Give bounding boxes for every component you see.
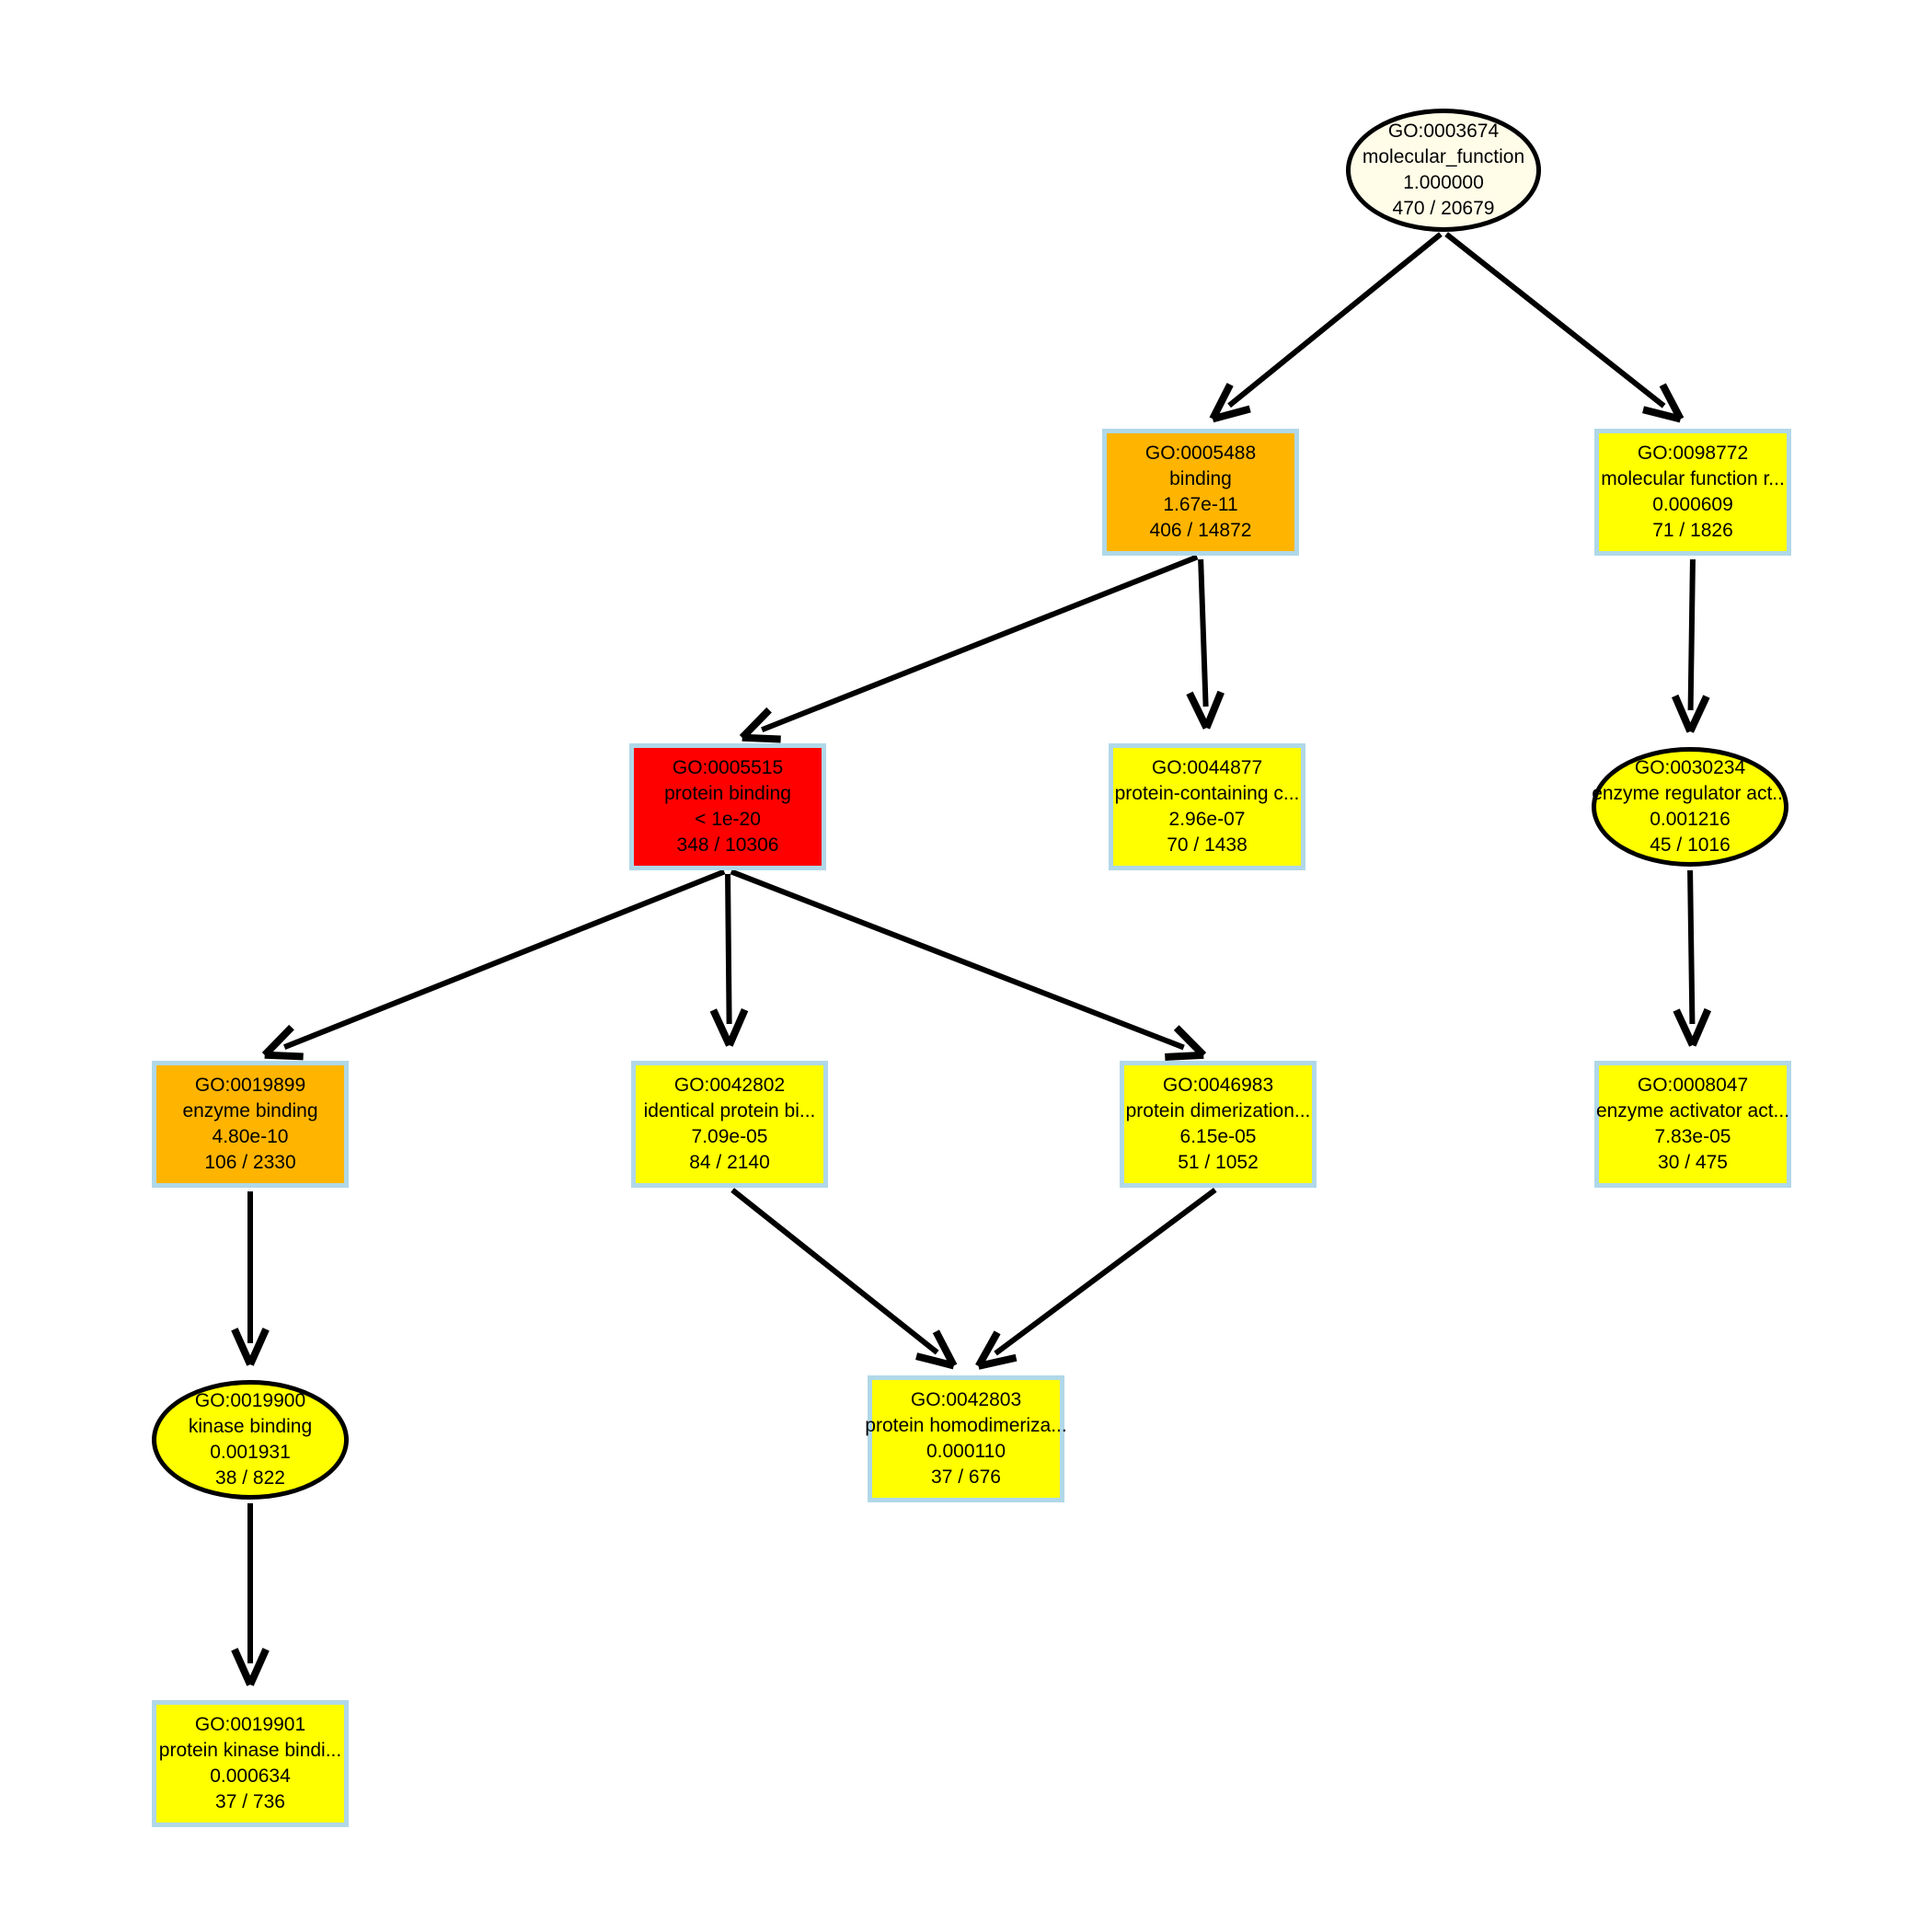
go-node-name: enzyme regulator act... xyxy=(1592,783,1788,804)
go-node-go-0019901[interactable]: GO:0019901 protein kinase bindi... 0.00063… xyxy=(152,1700,349,1827)
go-node-pvalue: 1.000000 xyxy=(1403,172,1484,193)
go-node-pvalue: 2.96e-07 xyxy=(1168,809,1246,830)
go-node-go-0003674[interactable]: GO:0003674 molecular_function 1.000000 470 … xyxy=(1346,109,1541,232)
go-node-id: GO:0005515 xyxy=(672,757,784,778)
go-node-id: GO:0098772 xyxy=(1637,443,1749,464)
go-node-name: identical protein bi... xyxy=(643,1100,816,1121)
go-node-counts: 406 / 14872 xyxy=(1149,520,1252,541)
go-node-name: protein kinase bindi... xyxy=(158,1740,342,1761)
go-node-id: GO:0046983 xyxy=(1162,1075,1274,1096)
edge-arrow xyxy=(730,868,1207,1061)
go-node-id: GO:0008047 xyxy=(1637,1075,1749,1096)
go-node-pvalue: 0.001931 xyxy=(210,1442,291,1463)
go-node-go-0005488[interactable]: GO:0005488 binding 1.67e-11 406 / 14872 xyxy=(1102,429,1299,556)
edge-arrow xyxy=(975,1187,1217,1370)
go-node-go-0042802[interactable]: GO:0042802 identical protein bi... 7.09e-0… xyxy=(631,1061,828,1188)
go-node-pvalue: 1.67e-11 xyxy=(1163,494,1238,515)
go-node-name: molecular function r... xyxy=(1601,468,1785,489)
go-node-name: enzyme activator act... xyxy=(1595,1100,1790,1121)
go-node-go-0005515[interactable]: GO:0005515 protein binding < 1e-20 348 / 10… xyxy=(629,743,826,870)
go-node-counts: 45 / 1016 xyxy=(1650,834,1731,856)
go-node-pvalue: 7.83e-05 xyxy=(1654,1126,1731,1147)
go-node-go-0042803[interactable]: GO:0042803 protein homodimeriza... 0.00011… xyxy=(865,1375,1067,1502)
edge-arrow xyxy=(231,1191,270,1366)
go-node-name: protein homodimeriza... xyxy=(865,1415,1067,1436)
go-node-pvalue: 4.80e-10 xyxy=(212,1126,289,1147)
go-node-pvalue: 6.15e-05 xyxy=(1179,1126,1257,1147)
go-node-id: GO:0044877 xyxy=(1151,757,1263,778)
go-node-name: protein binding xyxy=(664,783,791,804)
go-node-counts: 84 / 2140 xyxy=(689,1152,770,1173)
go-node-id: GO:0019901 xyxy=(194,1714,306,1735)
go-node-id: GO:0005488 xyxy=(1144,443,1257,464)
go-node-name: enzyme binding xyxy=(182,1100,318,1121)
go-node-go-0008047[interactable]: GO:0008047 enzyme activator act... 7.83e-0… xyxy=(1594,1061,1791,1188)
go-node-counts: 38 / 822 xyxy=(215,1467,285,1489)
go-node-name: molecular_function xyxy=(1362,146,1525,167)
go-node-pvalue: < 1e-20 xyxy=(695,809,761,830)
go-node-pvalue: 0.000634 xyxy=(210,1765,291,1787)
go-node-id: GO:0019900 xyxy=(194,1390,306,1411)
edge-arrow xyxy=(1209,232,1443,423)
edge-arrow xyxy=(730,1188,958,1370)
go-node-id: GO:0019899 xyxy=(194,1075,306,1096)
go-node-go-0046983[interactable]: GO:0046983 protein dimerization... 6.15e-0… xyxy=(1120,1061,1317,1188)
edge-arrow xyxy=(1673,869,1712,1047)
go-node-go-0098772[interactable]: GO:0098772 molecular function r... 0.00060… xyxy=(1594,429,1791,556)
go-node-name: binding xyxy=(1169,468,1232,489)
go-node-pvalue: 0.001216 xyxy=(1650,809,1731,830)
go-node-counts: 30 / 475 xyxy=(1658,1152,1728,1173)
go-node-name: kinase binding xyxy=(188,1416,313,1437)
go-node-go-0030234[interactable]: GO:0030234 enzyme regulator act... 0.00121… xyxy=(1592,747,1788,867)
go-node-id: GO:0030234 xyxy=(1634,757,1746,778)
edge-arrow xyxy=(1186,558,1225,730)
go-node-name: protein dimerization... xyxy=(1125,1100,1311,1121)
edge-arrow xyxy=(739,554,1199,743)
go-node-counts: 37 / 736 xyxy=(215,1791,285,1812)
go-node-counts: 71 / 1826 xyxy=(1652,520,1733,541)
go-node-counts: 348 / 10306 xyxy=(676,834,779,856)
go-node-counts: 37 / 676 xyxy=(931,1466,1001,1488)
go-node-counts: 106 / 2330 xyxy=(204,1152,296,1173)
edge-arrow xyxy=(1671,558,1710,733)
edge-arrow xyxy=(1444,232,1685,423)
edge-arrow xyxy=(261,868,726,1061)
go-node-counts: 470 / 20679 xyxy=(1392,198,1495,219)
go-node-counts: 51 / 1052 xyxy=(1178,1152,1259,1173)
edge-arrow xyxy=(709,873,749,1047)
go-node-id: GO:0042802 xyxy=(673,1075,786,1096)
go-node-counts: 70 / 1438 xyxy=(1167,834,1248,856)
go-node-pvalue: 7.09e-05 xyxy=(691,1126,768,1147)
go-node-pvalue: 0.000110 xyxy=(926,1441,1006,1462)
edge-arrow xyxy=(231,1503,270,1686)
go-node-go-0044877[interactable]: GO:0044877 protein-containing c... 2.96e-0… xyxy=(1109,743,1305,870)
go-node-id: GO:0003674 xyxy=(1387,121,1500,142)
go-node-pvalue: 0.000609 xyxy=(1652,494,1733,515)
go-node-name: protein-containing c... xyxy=(1114,783,1300,804)
go-node-id: GO:0042803 xyxy=(910,1389,1022,1410)
go-node-go-0019900[interactable]: GO:0019900 kinase binding 0.001931 38 / 822 xyxy=(152,1380,349,1500)
go-node-go-0019899[interactable]: GO:0019899 enzyme binding 4.80e-10 106 / 23… xyxy=(152,1061,349,1188)
